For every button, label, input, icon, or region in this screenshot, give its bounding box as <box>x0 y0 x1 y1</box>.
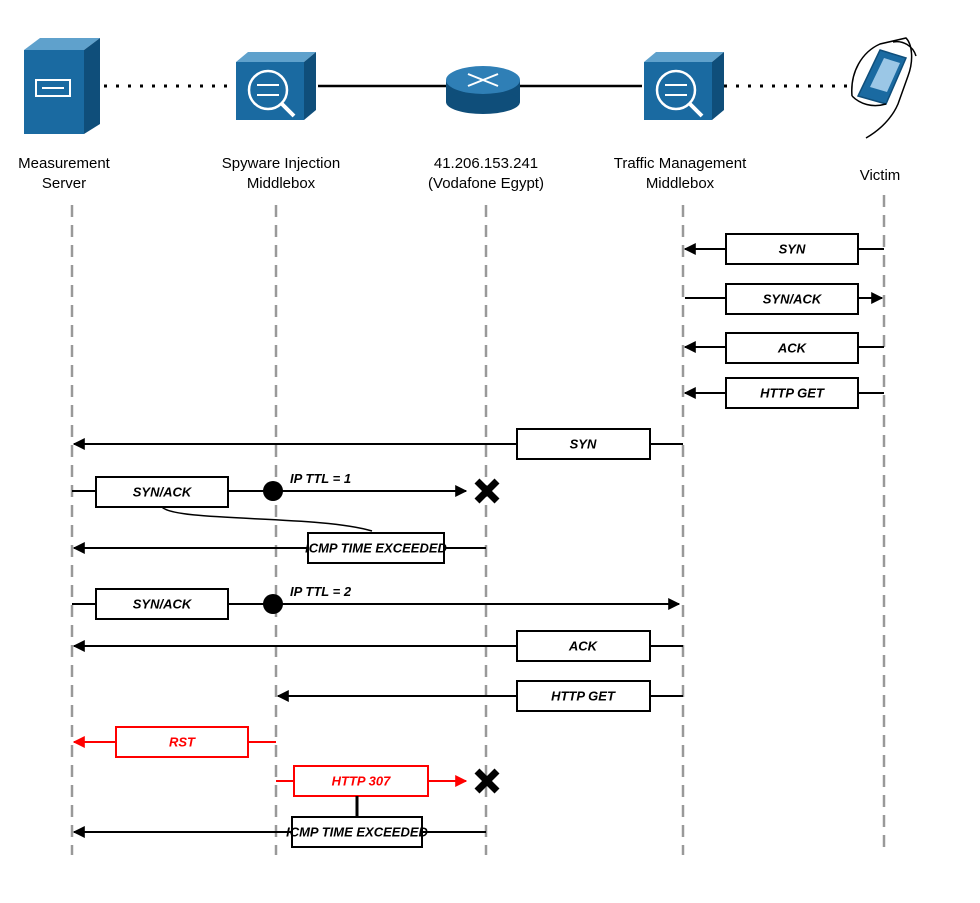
message-syn-ack: SYN/ACK <box>685 283 884 315</box>
middlebox-icon <box>644 52 724 120</box>
server-icon <box>24 38 100 134</box>
message-label: SYN <box>570 437 597 452</box>
injection-point-dot <box>263 481 283 501</box>
measurement-server-label: Server <box>42 175 86 192</box>
spyware-middlebox-label: Spyware Injection <box>222 155 340 172</box>
message-ack: ACK <box>72 630 683 662</box>
message-label: HTTP GET <box>551 689 616 704</box>
message-label: HTTP GET <box>760 386 825 401</box>
message-syn: SYN <box>683 233 884 265</box>
message-label: SYN/ACK <box>133 485 193 500</box>
message-icmp-time-exceeded: ICMP TIME EXCEEDED <box>72 816 486 848</box>
hand-phone-icon <box>851 37 917 139</box>
router-label: (Vodafone Egypt) <box>428 175 544 192</box>
injection-point-dot <box>263 594 283 614</box>
message-http-307: HTTP 307 <box>276 765 500 797</box>
message-label: HTTP 307 <box>332 774 392 789</box>
router-icon <box>446 66 520 114</box>
victim-label: Victim <box>860 167 901 184</box>
ttl-label: IP TTL = 1 <box>290 471 351 486</box>
message-label: ACK <box>568 639 599 654</box>
message-ack: ACK <box>683 332 884 364</box>
router-label: 41.206.153.241 <box>434 155 538 172</box>
connector-line <box>161 506 373 532</box>
traffic-middlebox-label: Middlebox <box>646 175 715 192</box>
message-syn-ack: SYN/ACK IP TTL = 2 <box>72 584 681 620</box>
message-syn-ack: SYN/ACK IP TTL = 1 <box>72 471 500 508</box>
drop-x-icon <box>474 478 500 504</box>
traffic-middlebox-label: Traffic Management <box>614 155 747 172</box>
message-label: SYN/ACK <box>133 597 193 612</box>
ttl-label: IP TTL = 2 <box>290 584 352 599</box>
message-label: ICMP TIME EXCEEDED <box>286 825 428 840</box>
message-label: ICMP TIME EXCEEDED <box>305 541 447 556</box>
message-syn: SYN <box>72 428 683 460</box>
measurement-server-label: Measurement <box>18 155 111 172</box>
message-http-get: HTTP GET <box>683 377 884 409</box>
message-http-get: HTTP GET <box>276 680 683 712</box>
message-label: SYN/ACK <box>763 292 823 307</box>
message-label: ACK <box>777 341 808 356</box>
middlebox-icon <box>236 52 316 120</box>
drop-x-icon <box>474 768 500 794</box>
message-label: RST <box>169 735 196 750</box>
spyware-middlebox-label: Middlebox <box>247 175 316 192</box>
message-rst: RST <box>72 726 276 758</box>
message-icmp-time-exceeded: ICMP TIME EXCEEDED <box>72 532 486 564</box>
message-label: SYN <box>779 242 806 257</box>
